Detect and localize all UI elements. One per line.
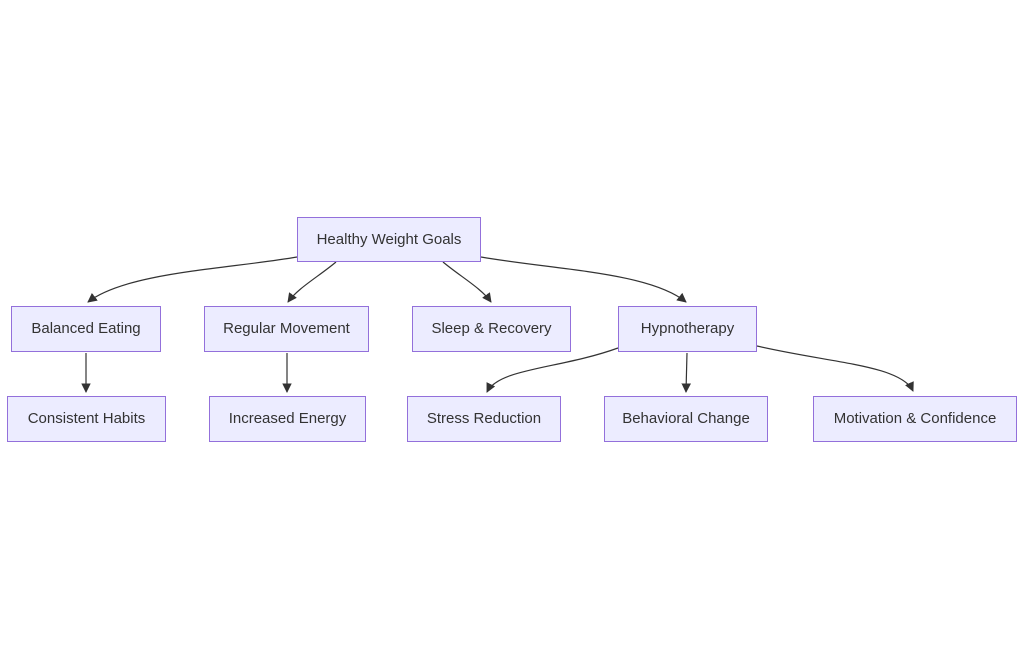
node-label-hypnotherapy: Hypnotherapy	[640, 320, 735, 337]
node-label-consistent-habits: Consistent Habits	[27, 410, 146, 427]
node-label-regular-movement: Regular Movement	[223, 320, 350, 337]
node-consistent-habits: Consistent Habits	[7, 396, 166, 442]
node-healthy-weight-goals: Healthy Weight Goals	[297, 217, 481, 262]
node-stress-reduction: Stress Reduction	[407, 396, 561, 442]
node-hypnotherapy: Hypnotherapy	[618, 306, 757, 352]
node-regular-movement: Regular Movement	[204, 306, 369, 352]
node-label-healthy-weight-goals: Healthy Weight Goals	[316, 230, 462, 248]
edge-root-to-hypnotherapy	[480, 256, 687, 303]
node-label-motivation-confidence: Motivation & Confidence	[833, 410, 997, 427]
node-balanced-eating: Balanced Eating	[11, 306, 161, 352]
node-sleep-recovery: Sleep & Recovery	[412, 306, 571, 352]
node-label-behavioral-change: Behavioral Change	[622, 410, 750, 427]
edge-root-to-regular-movement	[287, 261, 337, 303]
node-label-increased-energy: Increased Energy	[228, 410, 347, 427]
edge-hypnotherapy-to-motivation-confidence	[756, 345, 914, 392]
node-increased-energy: Increased Energy	[209, 396, 366, 442]
edge-root-to-sleep-recovery	[442, 261, 492, 303]
node-label-stress-reduction: Stress Reduction	[426, 410, 542, 427]
node-label-sleep-recovery: Sleep & Recovery	[431, 320, 552, 337]
node-label-balanced-eating: Balanced Eating	[31, 320, 141, 337]
node-behavioral-change: Behavioral Change	[604, 396, 768, 442]
edge-hypnotherapy-to-behavioral-change	[681, 352, 692, 393]
edge-hypnotherapy-to-stress-reduction	[486, 347, 619, 393]
node-motivation-confidence: Motivation & Confidence	[813, 396, 1017, 442]
edge-root-to-balanced-eating	[87, 256, 298, 303]
